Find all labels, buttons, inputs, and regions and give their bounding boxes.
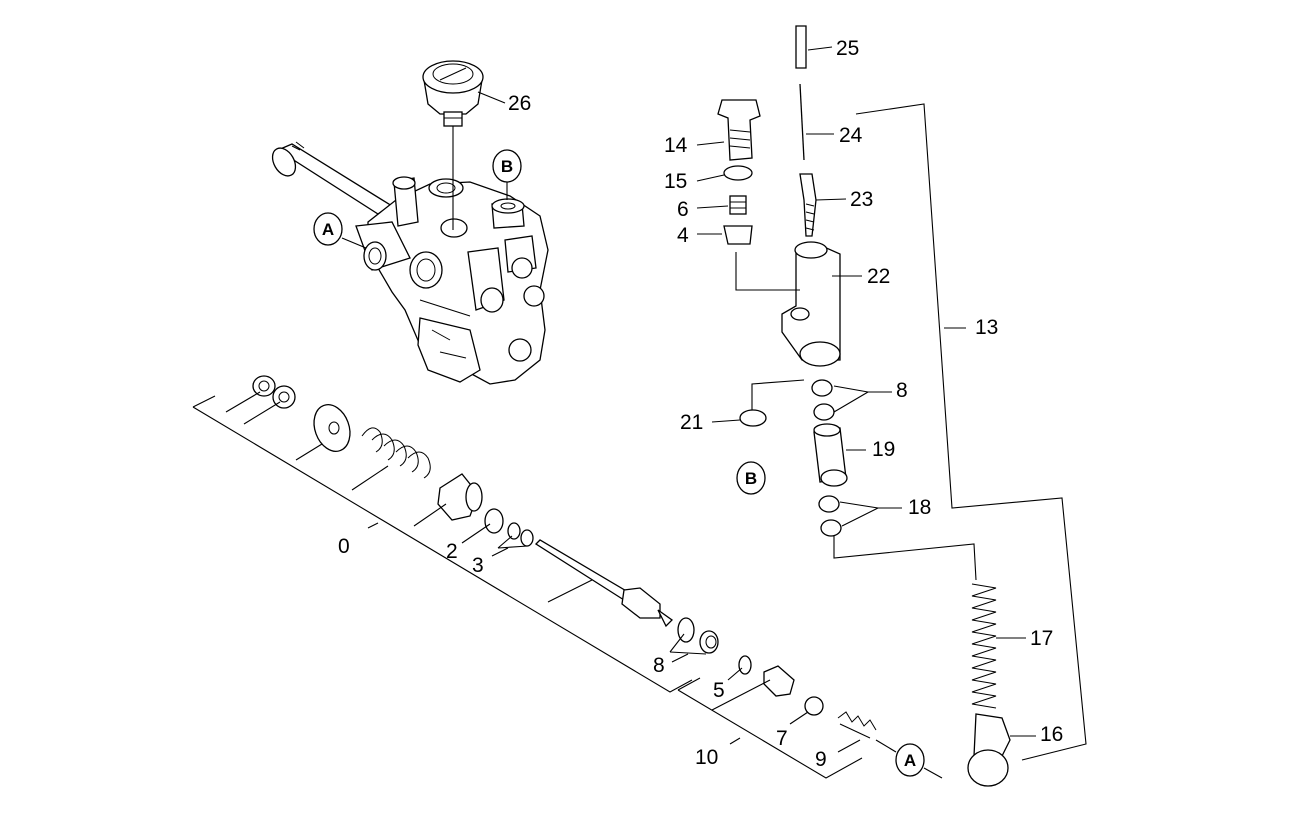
callout-4: 4 (677, 224, 689, 247)
connector-tag-a-end: A (895, 743, 925, 777)
callout-2: 2 (446, 540, 458, 563)
callout-21: 21 (680, 411, 703, 434)
callout-26: 26 (508, 92, 531, 115)
pump-head-body (271, 141, 549, 385)
callout-labels: 0 2 3 4 5 6 7 8 8 9 10 13 14 15 16 17 18… (338, 37, 1063, 771)
callout-6: 6 (677, 198, 689, 221)
callout-19: 19 (872, 438, 895, 461)
callout-22: 22 (867, 265, 890, 288)
connector-tag-b-body: B (492, 149, 522, 183)
connector-tag-a-body: A (313, 212, 343, 246)
callout-14: 14 (664, 134, 688, 157)
connector-tag-b-seal: B (736, 461, 766, 495)
callout-25: 25 (836, 37, 859, 60)
callout-16: 16 (1040, 723, 1063, 746)
callout-17: 17 (1030, 627, 1053, 650)
callout-8-right: 8 (896, 379, 908, 402)
callout-9: 9 (815, 748, 827, 771)
pressure-gauge (422, 60, 484, 230)
right-valve-assembly (717, 25, 1011, 787)
svg-text:B: B (501, 157, 513, 176)
callout-5: 5 (713, 679, 725, 702)
leader-lines (192, 46, 1087, 779)
unloader-valve-assembly (252, 375, 877, 739)
callout-7: 7 (776, 727, 788, 750)
svg-text:B: B (745, 469, 757, 488)
callout-18: 18 (908, 496, 931, 519)
callout-15: 15 (664, 170, 687, 193)
callout-24: 24 (839, 124, 863, 147)
callout-23: 23 (850, 188, 873, 211)
svg-text:A: A (904, 751, 916, 770)
callout-0: 0 (338, 535, 350, 558)
svg-text:A: A (322, 220, 334, 239)
callout-8-left: 8 (653, 654, 665, 677)
callout-13: 13 (975, 316, 998, 339)
callout-10: 10 (695, 746, 718, 769)
callout-3: 3 (472, 554, 484, 577)
